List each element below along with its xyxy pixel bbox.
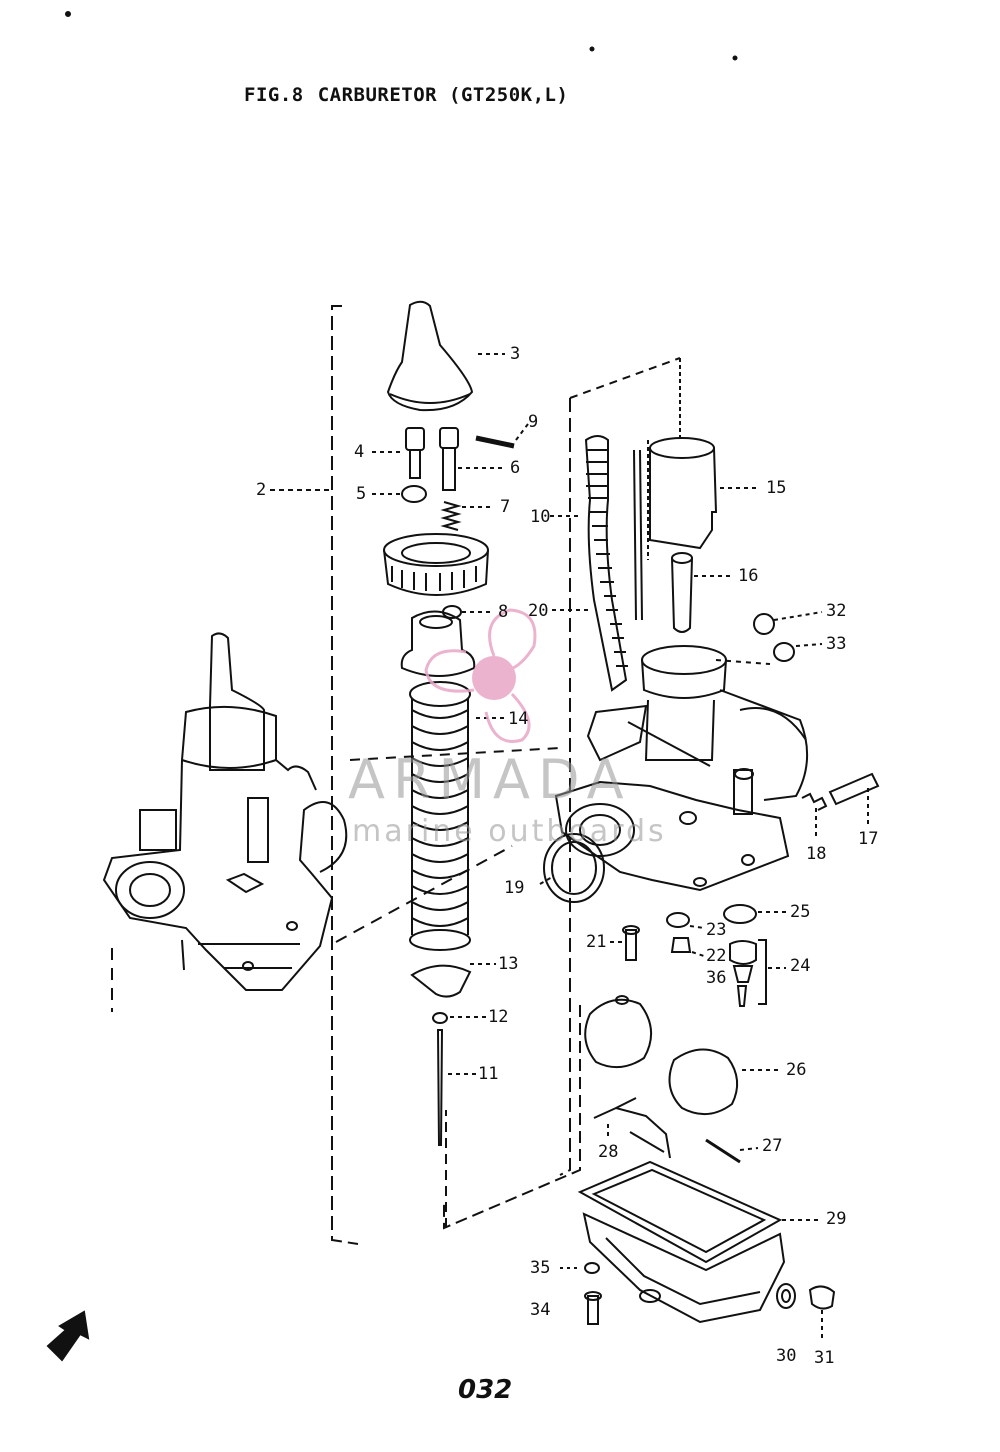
- part-label-2: 2: [256, 480, 267, 500]
- part-35-washer: [560, 1262, 600, 1274]
- part-label-8: 8: [498, 602, 509, 622]
- part-label-21: 21: [586, 932, 607, 952]
- part-34-screw: [584, 1291, 602, 1325]
- part-label-6: 6: [510, 458, 521, 478]
- part-27-float-pin: [705, 1138, 759, 1164]
- part-33-washer: [773, 642, 823, 662]
- part-label-35: 35: [530, 1258, 551, 1278]
- front-direction-arrow-icon: [46, 1310, 90, 1362]
- part-label-32: 32: [826, 601, 847, 621]
- part-16-starter-plunger: [671, 552, 734, 633]
- part-label-34: 34: [530, 1300, 551, 1320]
- part-label-20: 20: [528, 601, 549, 621]
- part-chamber-top-nut: [383, 533, 489, 596]
- part-26-float-left: [584, 995, 652, 1069]
- part-label-7: 7: [500, 497, 511, 517]
- part-label-13: 13: [498, 954, 519, 974]
- watermark-brand: ARMADA: [348, 748, 632, 811]
- part-label-22: 22: [706, 946, 727, 966]
- part-25-o-ring: [723, 904, 786, 924]
- part-rod: [633, 449, 643, 621]
- part-4-screw: [372, 427, 425, 479]
- part-31-plug: [808, 1285, 836, 1340]
- part-22-main-jet: [670, 937, 705, 957]
- part-8-clip: [442, 605, 492, 619]
- part-19-gasket: [539, 833, 605, 903]
- part-label-11: 11: [478, 1064, 499, 1084]
- part-26-float-right: [668, 1048, 780, 1115]
- part-13-needle-retainer: [410, 963, 496, 998]
- part-label-5: 5: [356, 484, 367, 504]
- part-label-24: 24: [790, 956, 811, 976]
- part-label-12: 12: [488, 1007, 509, 1027]
- part-15-sleeve: [649, 437, 760, 550]
- part-23-washer: [666, 912, 705, 929]
- part-label-31: 31: [814, 1348, 835, 1368]
- part-12-e-clip: [432, 1012, 486, 1024]
- part-throttle-valve: [400, 610, 476, 677]
- part-3-top-cap: [386, 300, 505, 412]
- part-label-15: 15: [766, 478, 787, 498]
- right-carburetor-body: [554, 645, 809, 892]
- page-number: 032: [458, 1375, 513, 1405]
- part-9-pin: [475, 423, 529, 449]
- part-30-gasket: [776, 1283, 796, 1309]
- figure-label: FIG.8: [244, 84, 304, 106]
- part-label-17: 17: [858, 829, 879, 849]
- figure-title: FIG.8 CARBURETOR (GT250K,L): [244, 84, 582, 106]
- part-24-float-valve: [729, 939, 786, 1007]
- part-label-27: 27: [762, 1136, 783, 1156]
- part-32-cap-nut: [753, 611, 823, 635]
- part-28-float-arm: [593, 1097, 671, 1159]
- part-label-33: 33: [826, 634, 847, 654]
- part-label-30: 30: [776, 1346, 797, 1366]
- part-11-jet-needle: [436, 1029, 476, 1146]
- part-label-18: 18: [806, 844, 827, 864]
- group-bracket-right: [443, 357, 681, 1230]
- part-10-overflow-tube: [550, 435, 628, 692]
- group-bracket-2: [270, 305, 359, 1245]
- part-14-throttle-spring: [409, 681, 505, 951]
- part-29-float-chamber-gasket: [577, 1160, 820, 1264]
- part-label-10: 10: [530, 507, 551, 527]
- figure-name: CARBURETOR (GT250K,L): [317, 84, 569, 106]
- part-17-throttle-stop-screw: [828, 772, 880, 826]
- part-label-25: 25: [790, 902, 811, 922]
- part-5-nut: [372, 485, 427, 503]
- part-float-bowl: [582, 1212, 786, 1324]
- part-21-jet-holder: [610, 925, 640, 961]
- part-label-3: 3: [510, 344, 521, 364]
- part-6-screw: [439, 427, 505, 491]
- part-label-4: 4: [354, 442, 365, 462]
- part-label-23: 23: [706, 920, 727, 940]
- part-label-14: 14: [508, 709, 529, 729]
- watermark-tagline: marine outboards: [352, 814, 667, 849]
- part-label-19: 19: [504, 878, 525, 898]
- left-assembled-carburetor: [102, 632, 348, 991]
- part-label-26: 26: [786, 1060, 807, 1080]
- part-label-9: 9: [528, 412, 539, 432]
- link-line: [335, 845, 513, 943]
- part-7-small-spring: [440, 501, 492, 531]
- part-label-36: 36: [706, 968, 727, 988]
- propeller-logo-icon: [424, 608, 537, 743]
- part-label-16: 16: [738, 566, 759, 586]
- part-label-28: 28: [598, 1142, 619, 1162]
- part-label-29: 29: [826, 1209, 847, 1229]
- part-18-spring: [801, 792, 828, 840]
